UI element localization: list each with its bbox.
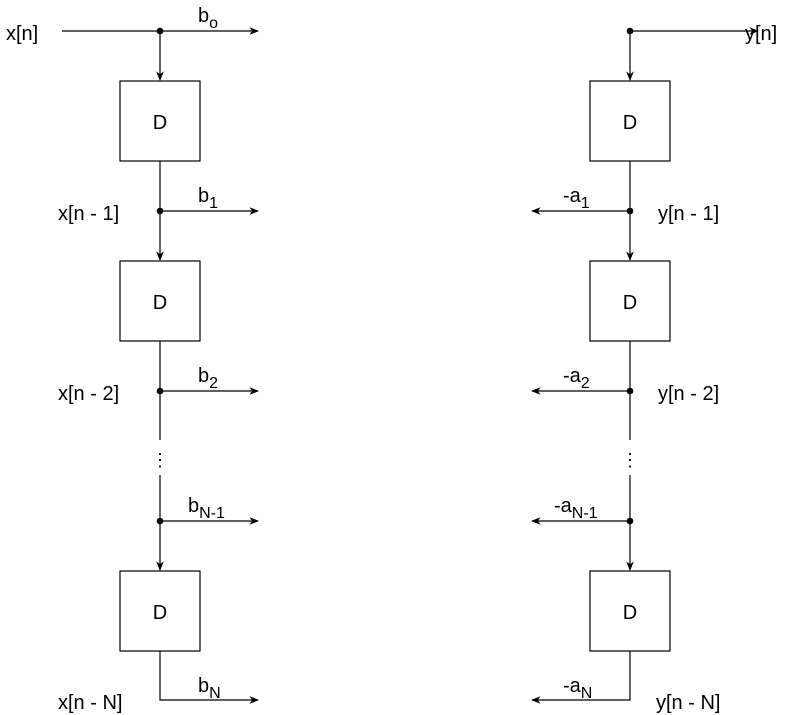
delay-label: D — [623, 112, 637, 134]
coef-bN-1: bN-1 — [188, 495, 225, 522]
coef-aN: -aN — [563, 675, 592, 702]
delay-label: D — [153, 292, 167, 314]
coef-b2: b2 — [198, 365, 218, 392]
delay-label: D — [623, 292, 637, 314]
delay-box — [119, 260, 201, 342]
delay-label: D — [153, 602, 167, 624]
branch-arrow — [159, 651, 259, 704]
delay-box — [119, 570, 201, 652]
tap-label: y[n - N] — [656, 692, 720, 714]
coef-aN-1: -aN-1 — [554, 495, 598, 522]
ellipsis: ⋮ — [621, 450, 639, 470]
coef-a2: -a2 — [563, 365, 590, 392]
coef-bN: bN — [198, 675, 221, 702]
delay-label: D — [623, 602, 637, 624]
coef-b0: bo — [198, 5, 218, 32]
delay-box — [589, 260, 671, 342]
tap-label: x[n - 1] — [58, 203, 119, 225]
branch-arrow — [531, 651, 631, 704]
input-label: x[n] — [6, 23, 38, 45]
feedback-section: y[n] D y[n - 1] -a1 D y[n - 2] -a2 ⋮ -aN… — [531, 23, 777, 714]
feedforward-section: x[n] bo D x[n - 1] b1 D x[n - 2] b2 ⋮ bN… — [6, 5, 259, 714]
tap-label: y[n - 2] — [658, 383, 719, 405]
tap-label: y[n - 1] — [658, 203, 719, 225]
delay-label: D — [153, 112, 167, 134]
ellipsis: ⋮ — [151, 450, 169, 470]
output-label: y[n] — [745, 23, 777, 45]
delay-box — [119, 80, 201, 162]
tap-label: x[n - N] — [58, 692, 122, 714]
coef-a1: -a1 — [563, 185, 590, 212]
tap-label: x[n - 2] — [58, 383, 119, 405]
coef-b1: b1 — [198, 185, 218, 212]
